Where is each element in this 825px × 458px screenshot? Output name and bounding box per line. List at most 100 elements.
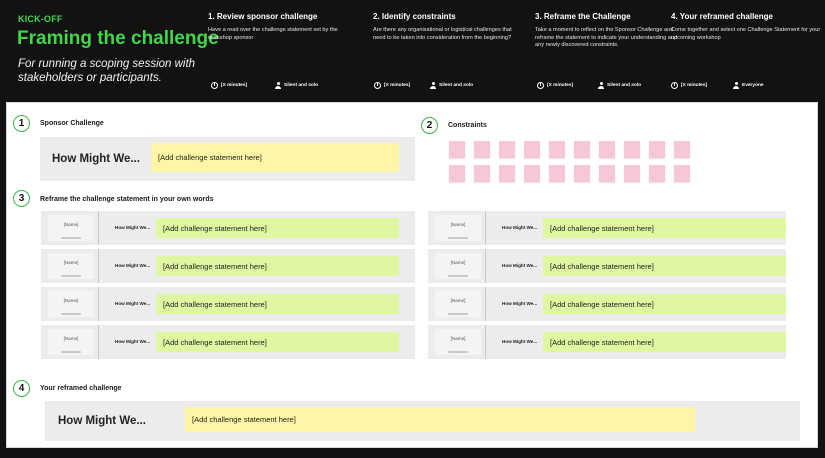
constraint-sticky-note[interactable] bbox=[474, 141, 490, 158]
reframe-row: [Name] How Might We... [Add challenge st… bbox=[41, 249, 415, 283]
workshop-board: 1 Sponsor Challenge How Might We... [Add… bbox=[6, 102, 818, 448]
name-tag[interactable]: [Name] bbox=[435, 253, 481, 279]
step-title: 3. Reframe the Challenge bbox=[535, 12, 631, 21]
step-1-mode: Silent and solo bbox=[275, 82, 318, 89]
constraint-sticky-note[interactable] bbox=[624, 165, 640, 182]
reframe-row: [Name] How Might We... [Add challenge st… bbox=[428, 249, 786, 283]
page-title: Framing the challenge bbox=[17, 28, 219, 49]
name-tag[interactable]: [Name] bbox=[48, 329, 94, 355]
clock-icon bbox=[211, 82, 218, 89]
hmw-label: How Might We... bbox=[502, 339, 538, 344]
row-divider bbox=[98, 249, 99, 283]
row-divider bbox=[485, 325, 486, 359]
step-4: 4. Your reframed challenge Come together… bbox=[671, 12, 821, 42]
section-4-title: Your reframed challenge bbox=[40, 385, 122, 392]
step-title: 1. Review sponsor challenge bbox=[208, 12, 318, 21]
row-divider bbox=[485, 211, 486, 245]
person-icon bbox=[598, 82, 604, 89]
step-3-duration: [X minutes] bbox=[537, 82, 573, 89]
clock-icon bbox=[374, 82, 381, 89]
row-divider bbox=[98, 287, 99, 321]
reframe-statement-sticky[interactable]: [Add challenge statement here] bbox=[543, 332, 786, 352]
section-1-number: 1 bbox=[13, 115, 30, 132]
section-1-title: Sponsor Challenge bbox=[40, 120, 104, 127]
constraint-sticky-note[interactable] bbox=[674, 141, 690, 158]
constraint-sticky-note[interactable] bbox=[524, 141, 540, 158]
step-2-duration: [X minutes] bbox=[374, 82, 410, 89]
reframe-row: [Name] How Might We... [Add challenge st… bbox=[428, 325, 786, 359]
hmw-label: How Might We... bbox=[52, 153, 140, 165]
constraint-sticky-note[interactable] bbox=[524, 165, 540, 182]
reframe-statement-sticky[interactable]: [Add challenge statement here] bbox=[543, 294, 786, 314]
step-4-duration: [X minutes] bbox=[671, 82, 707, 89]
reframe-statement-sticky[interactable]: [Add challenge statement here] bbox=[156, 256, 399, 276]
person-icon bbox=[275, 82, 281, 89]
final-statement-sticky[interactable]: [Add challenge statement here] bbox=[185, 407, 695, 432]
constraint-sticky-note[interactable] bbox=[549, 165, 565, 182]
reframe-row: [Name] How Might We... [Add challenge st… bbox=[428, 287, 786, 321]
row-divider bbox=[485, 287, 486, 321]
final-challenge-panel: How Might We... [Add challenge statement… bbox=[45, 401, 800, 441]
constraint-sticky-note[interactable] bbox=[449, 141, 465, 158]
constraint-sticky-note[interactable] bbox=[549, 141, 565, 158]
constraint-sticky-note[interactable] bbox=[599, 141, 615, 158]
step-3-mode: Silent and solo bbox=[598, 82, 641, 89]
step-description: Have a read over the challenge statement… bbox=[208, 27, 338, 41]
reframe-row: [Name] How Might We... [Add challenge st… bbox=[41, 287, 415, 321]
person-icon bbox=[733, 82, 739, 89]
constraint-sticky-note[interactable] bbox=[599, 165, 615, 182]
page-subtitle: For running a scoping session with stake… bbox=[18, 58, 196, 84]
step-2: 2. Identify constraints Are there any or… bbox=[373, 12, 523, 42]
constraint-sticky-note[interactable] bbox=[474, 165, 490, 182]
reframe-statement-sticky[interactable]: [Add challenge statement here] bbox=[156, 294, 399, 314]
constraint-sticky-note[interactable] bbox=[624, 141, 640, 158]
step-title: 4. Your reframed challenge bbox=[671, 12, 773, 21]
constraint-sticky-note[interactable] bbox=[674, 165, 690, 182]
constraint-sticky-note[interactable] bbox=[649, 165, 665, 182]
sponsor-statement-sticky[interactable]: [Add challenge statement here] bbox=[151, 143, 399, 172]
reframe-row: [Name] How Might We... [Add challenge st… bbox=[428, 211, 786, 245]
step-4-mode: Everyone bbox=[733, 82, 764, 89]
hmw-label: How Might We... bbox=[115, 339, 151, 344]
step-description: Take a moment to reflect on the Sponsor … bbox=[535, 27, 678, 48]
row-divider bbox=[98, 325, 99, 359]
name-tag[interactable]: [Name] bbox=[48, 253, 94, 279]
kicker-label: KICK-OFF bbox=[18, 14, 63, 24]
constraint-sticky-note[interactable] bbox=[574, 165, 590, 182]
section-2-title: Constraints bbox=[448, 122, 487, 129]
constraint-sticky-note[interactable] bbox=[449, 165, 465, 182]
name-tag[interactable]: [Name] bbox=[48, 215, 94, 241]
person-icon bbox=[430, 82, 436, 89]
step-3: 3. Reframe the Challenge Take a moment t… bbox=[535, 12, 685, 50]
step-1-duration: [X minutes] bbox=[211, 82, 247, 89]
section-4-number: 4 bbox=[13, 380, 30, 397]
reframe-row: [Name] How Might We... [Add challenge st… bbox=[41, 325, 415, 359]
hmw-label: How Might We... bbox=[58, 415, 146, 427]
clock-icon bbox=[671, 82, 678, 89]
section-3-number: 3 bbox=[13, 190, 30, 207]
reframe-statement-sticky[interactable]: [Add challenge statement here] bbox=[156, 332, 399, 352]
reframe-statement-sticky[interactable]: [Add challenge statement here] bbox=[543, 256, 786, 276]
clock-icon bbox=[537, 82, 544, 89]
name-tag[interactable]: [Name] bbox=[435, 291, 481, 317]
hmw-label: How Might We... bbox=[115, 301, 151, 306]
hmw-label: How Might We... bbox=[502, 225, 538, 230]
reframe-row: [Name] How Might We... [Add challenge st… bbox=[41, 211, 415, 245]
constraint-sticky-note[interactable] bbox=[499, 165, 515, 182]
section-3-title: Reframe the challenge statement in your … bbox=[40, 196, 214, 203]
hmw-label: How Might We... bbox=[115, 263, 151, 268]
reframe-statement-sticky[interactable]: [Add challenge statement here] bbox=[156, 218, 399, 238]
step-2-mode: Silent and solo bbox=[430, 82, 473, 89]
hmw-label: How Might We... bbox=[502, 263, 538, 268]
constraint-sticky-note[interactable] bbox=[649, 141, 665, 158]
step-description: Are there any organisational or logistic… bbox=[373, 27, 512, 41]
section-2-number: 2 bbox=[421, 117, 438, 134]
hmw-label: How Might We... bbox=[502, 301, 538, 306]
name-tag[interactable]: [Name] bbox=[48, 291, 94, 317]
constraint-sticky-note[interactable] bbox=[499, 141, 515, 158]
row-divider bbox=[485, 249, 486, 283]
constraint-sticky-note[interactable] bbox=[574, 141, 590, 158]
reframe-statement-sticky[interactable]: [Add challenge statement here] bbox=[543, 218, 786, 238]
name-tag[interactable]: [Name] bbox=[435, 215, 481, 241]
name-tag[interactable]: [Name] bbox=[435, 329, 481, 355]
